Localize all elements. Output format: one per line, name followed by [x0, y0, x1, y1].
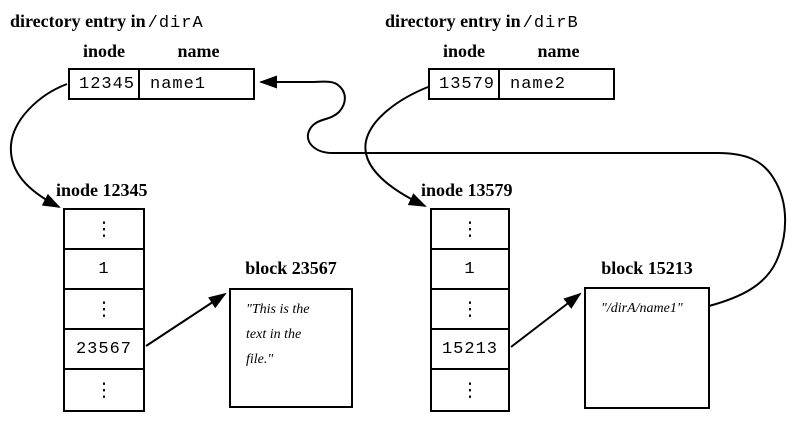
dira-inode-cell: 12345	[70, 70, 140, 98]
inode-13579-label: inode 13579	[421, 180, 513, 200]
block-15213-text-line: "/dirA/name1"	[601, 301, 683, 316]
block-23567-box: "This is the text in the file."	[229, 288, 353, 408]
inode-12345-row-dots-1: ⋮	[65, 210, 143, 250]
inode-13579-row-linkcount: 1	[432, 250, 508, 290]
dirb-title-prefix: directory entry in	[385, 11, 521, 31]
inode-12345-row-dots-3: ⋮	[94, 379, 114, 401]
dira-name-cell: name1	[140, 70, 253, 98]
inode-13579-row-dots-3: ⋮	[460, 379, 480, 401]
arrow-inode12345-to-block23567	[145, 292, 227, 347]
block-15213-label: block 15213	[601, 258, 693, 278]
inode-12345-row-blockptr: 23567	[65, 330, 143, 370]
block-15213-box: "/dirA/name1"	[584, 287, 710, 409]
dira-name-header: name	[177, 41, 220, 61]
dirb-name-cell: name2	[500, 70, 613, 98]
dirb-inode-cell: 13579	[430, 70, 500, 98]
dirb-inode-header: inode	[442, 41, 485, 61]
block-23567-label: block 23567	[245, 258, 337, 278]
inode-12345-table: ⋮ 1 ⋮ 23567 ⋮	[63, 208, 145, 412]
dirb-entry-table: 13579 name2	[428, 68, 615, 100]
dirb-title-path: /dirB	[522, 14, 579, 33]
inode-13579-row-dots-2: ⋮	[432, 290, 508, 330]
dirb-title: directory entry in /dirB	[385, 11, 579, 33]
inode-12345-label: inode 12345	[56, 180, 148, 200]
dirb-inode-value: 13579	[439, 74, 496, 94]
inode-13579-row-blockptr: 15213	[432, 330, 508, 370]
dirb-name-header: name	[537, 41, 580, 61]
inode-12345-row-dots-2: ⋮	[65, 290, 143, 330]
inode-13579-row-dots-1: ⋮	[432, 210, 508, 250]
inode-13579-table: ⋮ 1 ⋮ 15213 ⋮	[430, 208, 510, 412]
block-23567-text-line: text in the	[246, 327, 302, 342]
dirb-name-value: name2	[510, 74, 567, 94]
dira-title: directory entry in /dirA	[10, 11, 204, 33]
dira-title-path: /dirA	[147, 14, 204, 33]
inode-12345-row-linkcount: 1	[65, 250, 143, 290]
arrow-dirb-entry-to-inode13579	[364, 86, 429, 207]
dira-title-prefix: directory entry in	[10, 11, 146, 31]
dira-entry-table: 12345 name1	[68, 68, 255, 100]
dira-inode-header: inode	[82, 41, 125, 61]
arrow-inode13579-to-block15213	[510, 292, 582, 348]
block-23567-text-line: "This is the	[246, 302, 310, 317]
dira-inode-value: 12345	[79, 74, 136, 94]
dira-name-value: name1	[150, 74, 207, 94]
block-23567-text-line: file."	[246, 352, 274, 367]
